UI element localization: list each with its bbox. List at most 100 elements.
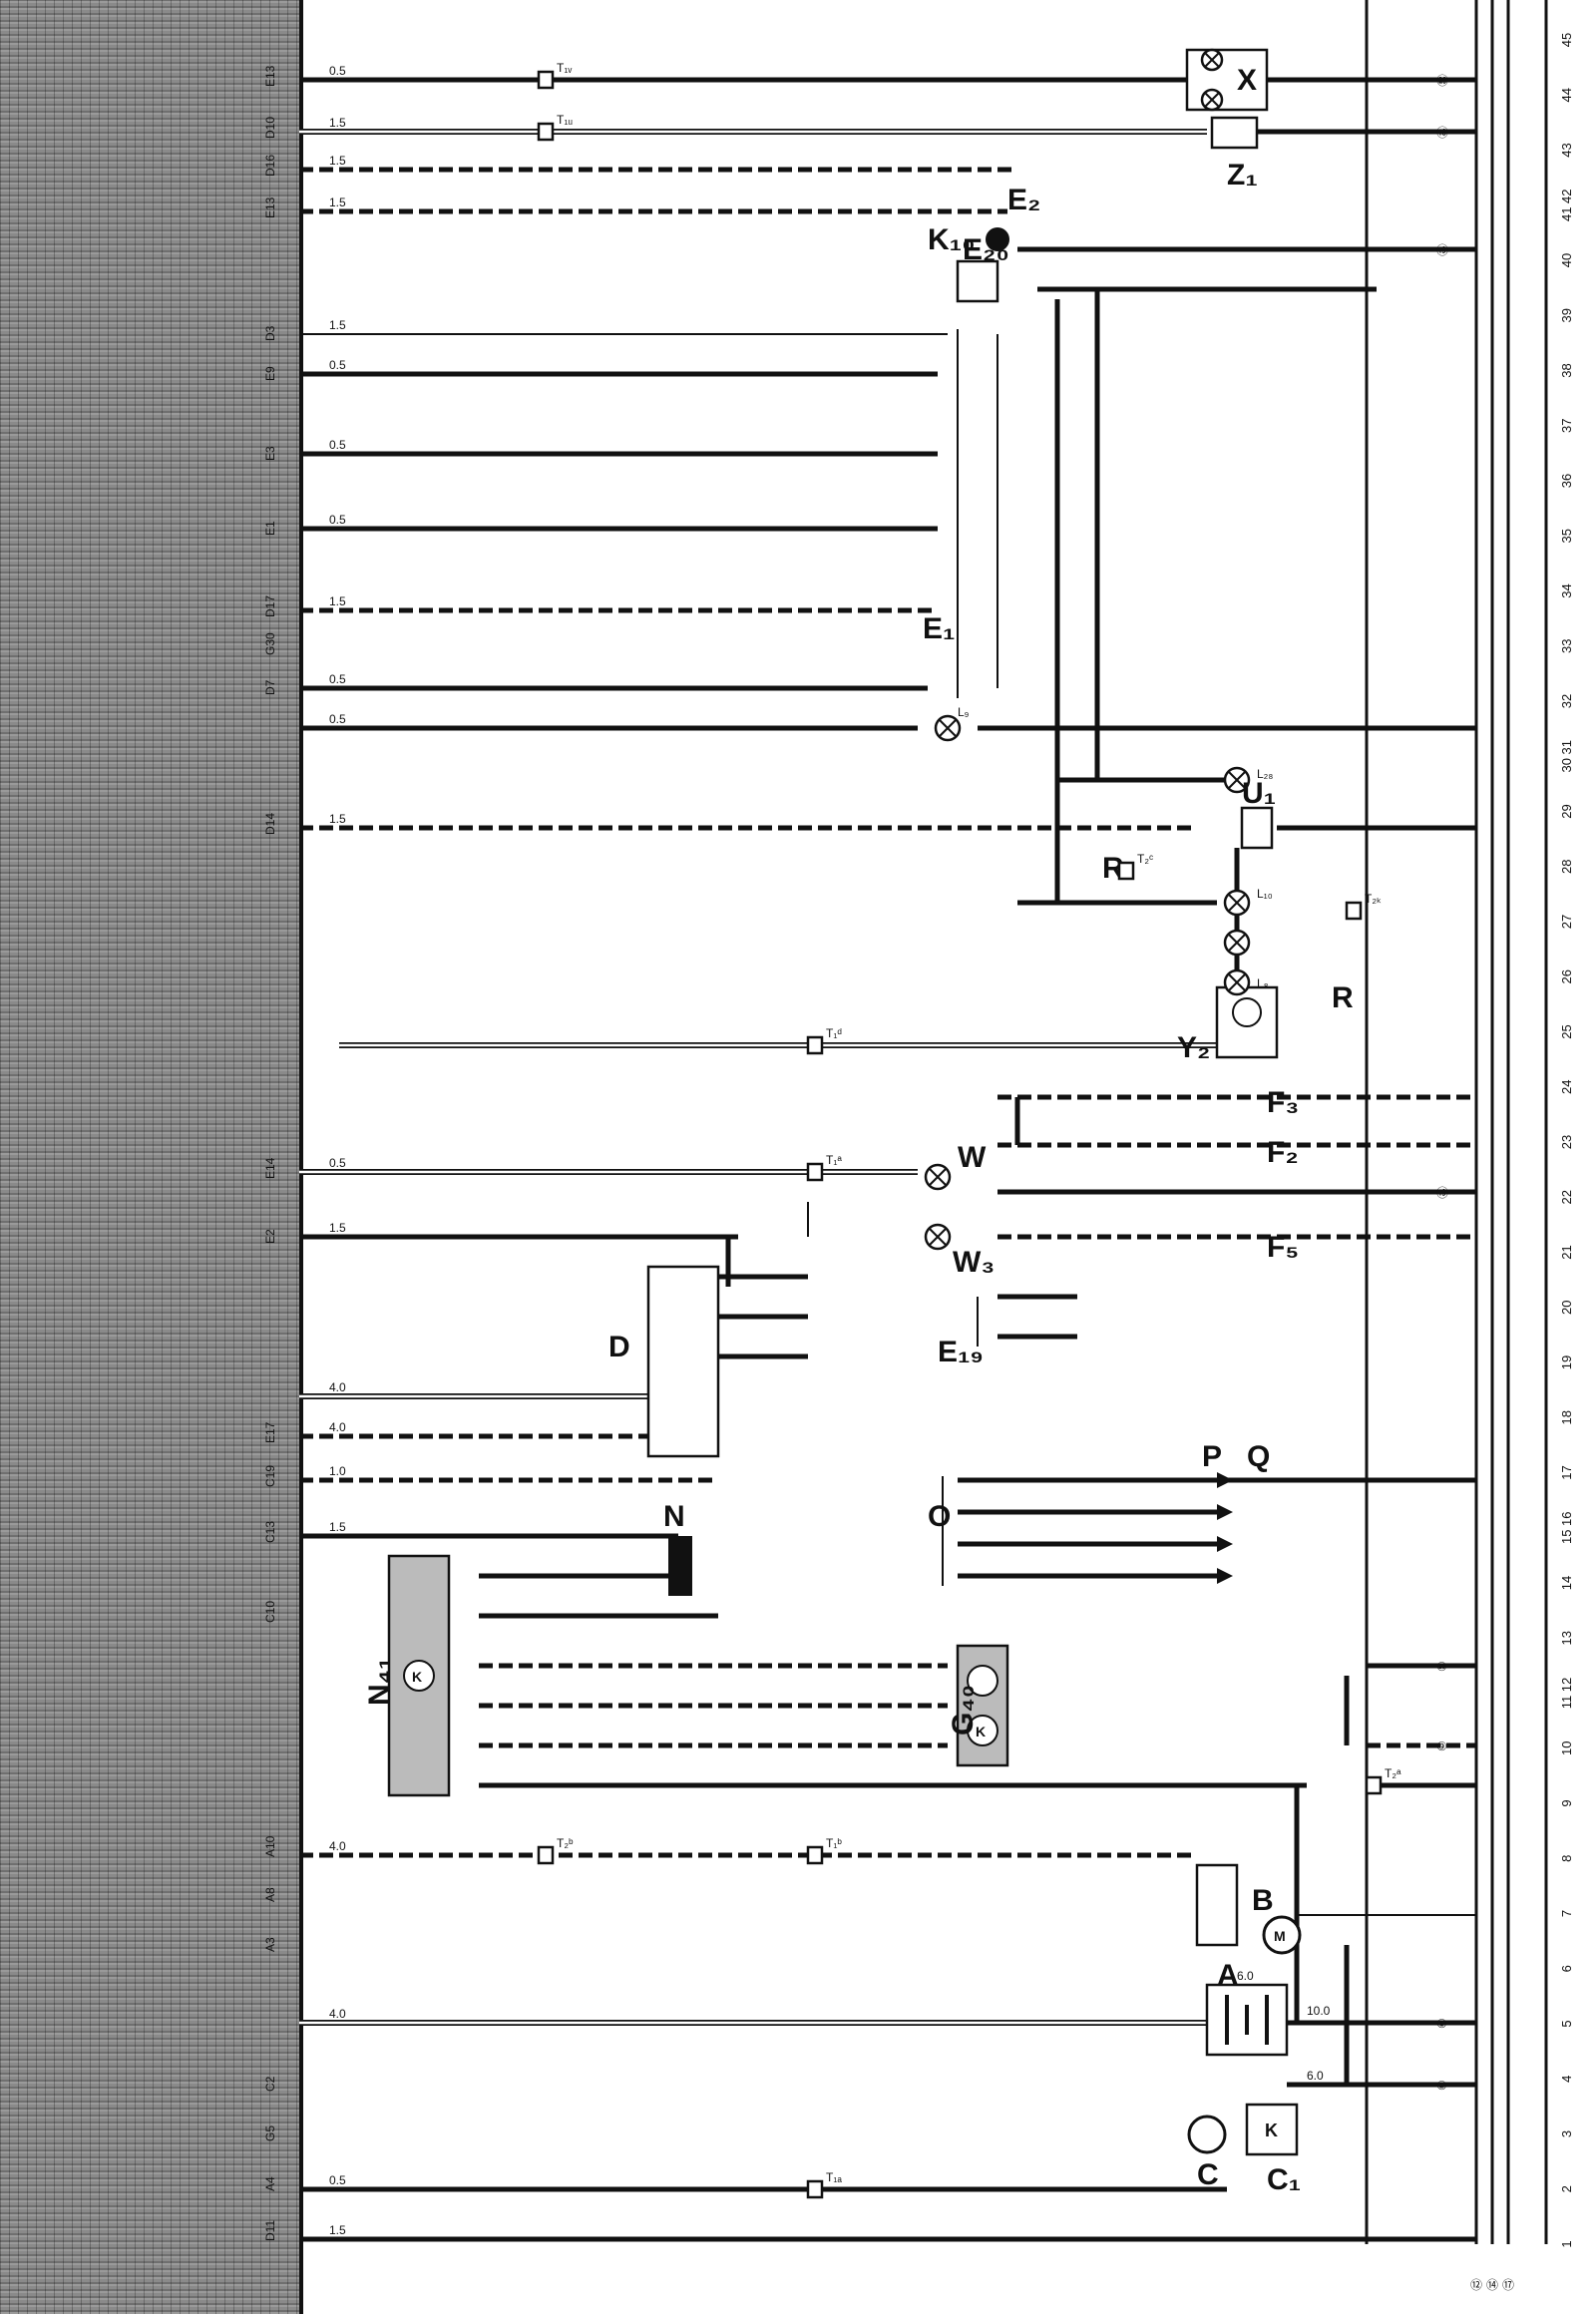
column-number: 1 [1559, 2240, 1574, 2247]
column-number: 2 [1559, 2185, 1574, 2192]
column-number: 43 [1559, 143, 1574, 157]
svg-text:T₂ᵇ: T₂ᵇ [557, 1836, 574, 1850]
coil-label: N [663, 1500, 685, 1533]
svg-text:T₁ₐ: T₁ₐ [826, 2170, 842, 2184]
svg-text:T₁ᵇ: T₁ᵇ [826, 1836, 842, 1850]
switch-e19: E₁₉ [938, 1297, 984, 1368]
svg-text:⑲: ⑲ [1436, 243, 1448, 257]
vertical-wires [725, 289, 1368, 2085]
wire-size-labels: 1.5 0.5 4.0 4.0 1.5 1.0 4.0 4.0 1.5 0.5 … [329, 64, 1331, 2237]
column-number: 24 [1559, 1080, 1574, 1094]
regulator-label: C₁ [1267, 2163, 1301, 2196]
svg-text:D10: D10 [263, 117, 277, 139]
svg-text:0.5: 0.5 [329, 64, 346, 78]
column-number: 25 [1559, 1024, 1574, 1038]
column-number: 19 [1559, 1355, 1574, 1369]
ground-symbols: ⑫ ⑭ ⑰ [1470, 2278, 1514, 2292]
battery-label: A [1217, 1959, 1239, 1992]
radio-r-label-b: R [1332, 981, 1354, 1014]
heater-z1-label: Z₁ [1227, 159, 1258, 192]
svg-text:T₁ᵃ: T₁ᵃ [826, 1153, 842, 1167]
svg-text:D17: D17 [263, 595, 277, 617]
svg-text:0.5: 0.5 [329, 2173, 346, 2187]
svg-text:⑭: ⑭ [1486, 2278, 1498, 2292]
column-number: 4 [1559, 2076, 1574, 2083]
column-number: 36 [1559, 474, 1574, 488]
plate-lights-x: X [1185, 48, 1269, 112]
column-number: 45 [1559, 33, 1574, 47]
svg-text:T₂ᵃ: T₂ᵃ [1385, 1766, 1401, 1780]
ignition-coil-n: N [663, 1500, 692, 1596]
svg-text:T₂ᶜ: T₂ᶜ [1137, 852, 1153, 866]
svg-text:T₂ₖ: T₂ₖ [1365, 892, 1382, 906]
indicator-k10-label: K₁₀ [928, 223, 976, 256]
indicator-k10: K₁₀ [928, 223, 1009, 256]
svg-text:1.5: 1.5 [329, 116, 346, 130]
svg-text:E13: E13 [263, 196, 277, 218]
svg-text:4.0: 4.0 [329, 1839, 346, 1853]
switch-e19-label: E₁₉ [938, 1336, 984, 1368]
module-n41-label: N₄₁ [363, 1658, 396, 1706]
column-number: 15 16 [1559, 1511, 1574, 1544]
svg-text:T₁ᵥ: T₁ᵥ [557, 61, 572, 75]
column-number: 22 [1559, 1190, 1574, 1204]
lamp-l8-label: L₈ [1257, 976, 1269, 990]
clock-y2: Y₂ [1177, 985, 1279, 1064]
switch-f3-label: F₃ [1267, 1086, 1299, 1119]
svg-text:K: K [976, 1724, 986, 1739]
connector-t1u: T₁ᵤ [537, 113, 573, 142]
svg-text:1.5: 1.5 [329, 154, 346, 168]
plug-p-label: P [1202, 1440, 1222, 1473]
switch-e2-label: E₂ [1007, 184, 1040, 216]
fuse-box-panel [0, 0, 303, 2314]
connector-t1a-low: T₁ₐ [806, 2170, 842, 2199]
svg-text:E3: E3 [263, 446, 277, 461]
svg-text:⑩: ⑩ [1436, 1660, 1447, 1674]
column-number: 10 [1559, 1741, 1574, 1755]
gauge-g40-label: G₄₀ [947, 1685, 980, 1736]
svg-text:⑨: ⑨ [1436, 1739, 1447, 1753]
column-number: 28 [1559, 860, 1574, 874]
alternator-c: K C C₁ [1187, 2103, 1301, 2196]
starter-label: B [1252, 1884, 1274, 1917]
column-number: 7 [1559, 1910, 1574, 1917]
svg-text:4.0: 4.0 [329, 1420, 346, 1434]
connector-t2a: T₂ᵃ [1365, 1766, 1401, 1795]
svg-text:0.5: 0.5 [329, 438, 346, 452]
svg-text:1.5: 1.5 [329, 1520, 346, 1534]
svg-text:⑰: ⑰ [1502, 2278, 1514, 2292]
connector-t1d: T₁ᵈ [806, 1026, 842, 1055]
column-number: 6 [1559, 1965, 1574, 1972]
socket-u1-label: U₁ [1242, 777, 1276, 810]
column-number: 35 [1559, 529, 1574, 543]
column-number: 18 [1559, 1410, 1574, 1424]
regulator-icon: K [1265, 2121, 1278, 2140]
column-number: 21 [1559, 1245, 1574, 1259]
column-number: 26 [1559, 969, 1574, 983]
svg-text:C10: C10 [263, 1601, 277, 1623]
clock-y2-label: Y₂ [1177, 1031, 1210, 1064]
starter-b: M B [1195, 1863, 1302, 1955]
lamp-w: W [924, 1141, 987, 1191]
distributor-label: O [928, 1500, 951, 1533]
spark-plugs: P Q [1202, 1440, 1270, 1584]
column-number: 3 [1559, 2130, 1574, 2137]
connector-t1a: T₁ᵃ [806, 1153, 842, 1182]
svg-text:1.0: 1.0 [329, 1464, 346, 1478]
svg-text:0.5: 0.5 [329, 672, 346, 686]
svg-text:G5: G5 [263, 2125, 277, 2141]
distributor-o: O [928, 1476, 951, 1586]
switch-f2-label: F₂ [1267, 1136, 1299, 1169]
svg-text:D3: D3 [263, 325, 277, 341]
lamp-l10a [1223, 889, 1251, 917]
connector-t2c: T₂ᶜ [1117, 852, 1153, 881]
column-number: 34 [1559, 583, 1574, 597]
lamp-w-label: W [958, 1141, 987, 1174]
svg-text:②: ② [1436, 2079, 1447, 2093]
column-number: 41 42 [1559, 189, 1574, 221]
lamp-w3: W₃ [924, 1223, 995, 1279]
socket-u1: U₁ [1240, 777, 1276, 850]
module-n41: K N₄₁ [363, 1554, 451, 1797]
